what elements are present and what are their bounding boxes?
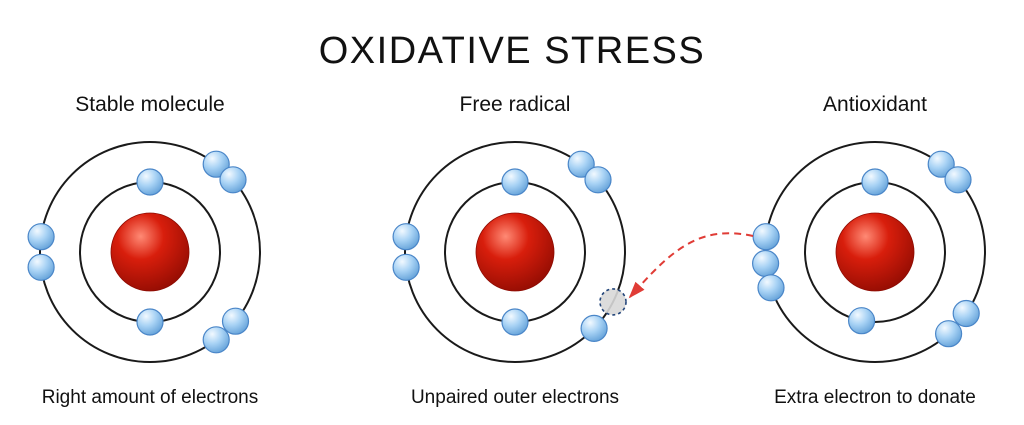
electron <box>219 166 247 194</box>
electron <box>27 223 55 251</box>
electron <box>202 150 230 178</box>
electron <box>952 299 980 328</box>
electron <box>584 166 612 194</box>
electron-transfer-arrow <box>628 232 754 299</box>
diagram-title: OXIDATIVE STRESS <box>318 30 706 72</box>
electron <box>221 307 250 335</box>
electron <box>861 168 889 196</box>
electron <box>934 320 963 348</box>
electron <box>751 249 780 278</box>
electron <box>567 150 595 178</box>
caption-antioxidant: Extra electron to donate <box>774 387 976 408</box>
electron <box>752 223 780 251</box>
electron <box>501 168 529 196</box>
label-stable-molecule: Stable molecule <box>75 93 225 116</box>
electron <box>501 308 529 336</box>
electron-vacancy <box>599 288 627 316</box>
atom-stable-molecule <box>27 141 261 363</box>
label-antioxidant: Antioxidant <box>823 93 927 116</box>
nucleus <box>110 212 190 292</box>
electron <box>392 253 420 281</box>
outer-orbit <box>39 141 261 363</box>
electron <box>202 326 230 354</box>
electron <box>392 223 420 251</box>
atom-free-radical <box>392 141 627 363</box>
electron <box>580 314 608 342</box>
outer-orbit <box>404 141 626 363</box>
electron <box>944 166 972 194</box>
electron <box>927 150 955 178</box>
atom-antioxidant <box>751 141 986 363</box>
label-free-radical: Free radical <box>459 93 571 116</box>
caption-free-radical: Unpaired outer electrons <box>410 387 620 408</box>
electron <box>757 274 785 302</box>
nucleus <box>475 212 555 292</box>
electron <box>136 308 164 336</box>
electron <box>847 307 876 335</box>
electron <box>27 253 55 281</box>
caption-stable-molecule: Right amount of electrons <box>41 387 259 408</box>
electron <box>136 168 164 196</box>
nucleus <box>835 212 915 292</box>
